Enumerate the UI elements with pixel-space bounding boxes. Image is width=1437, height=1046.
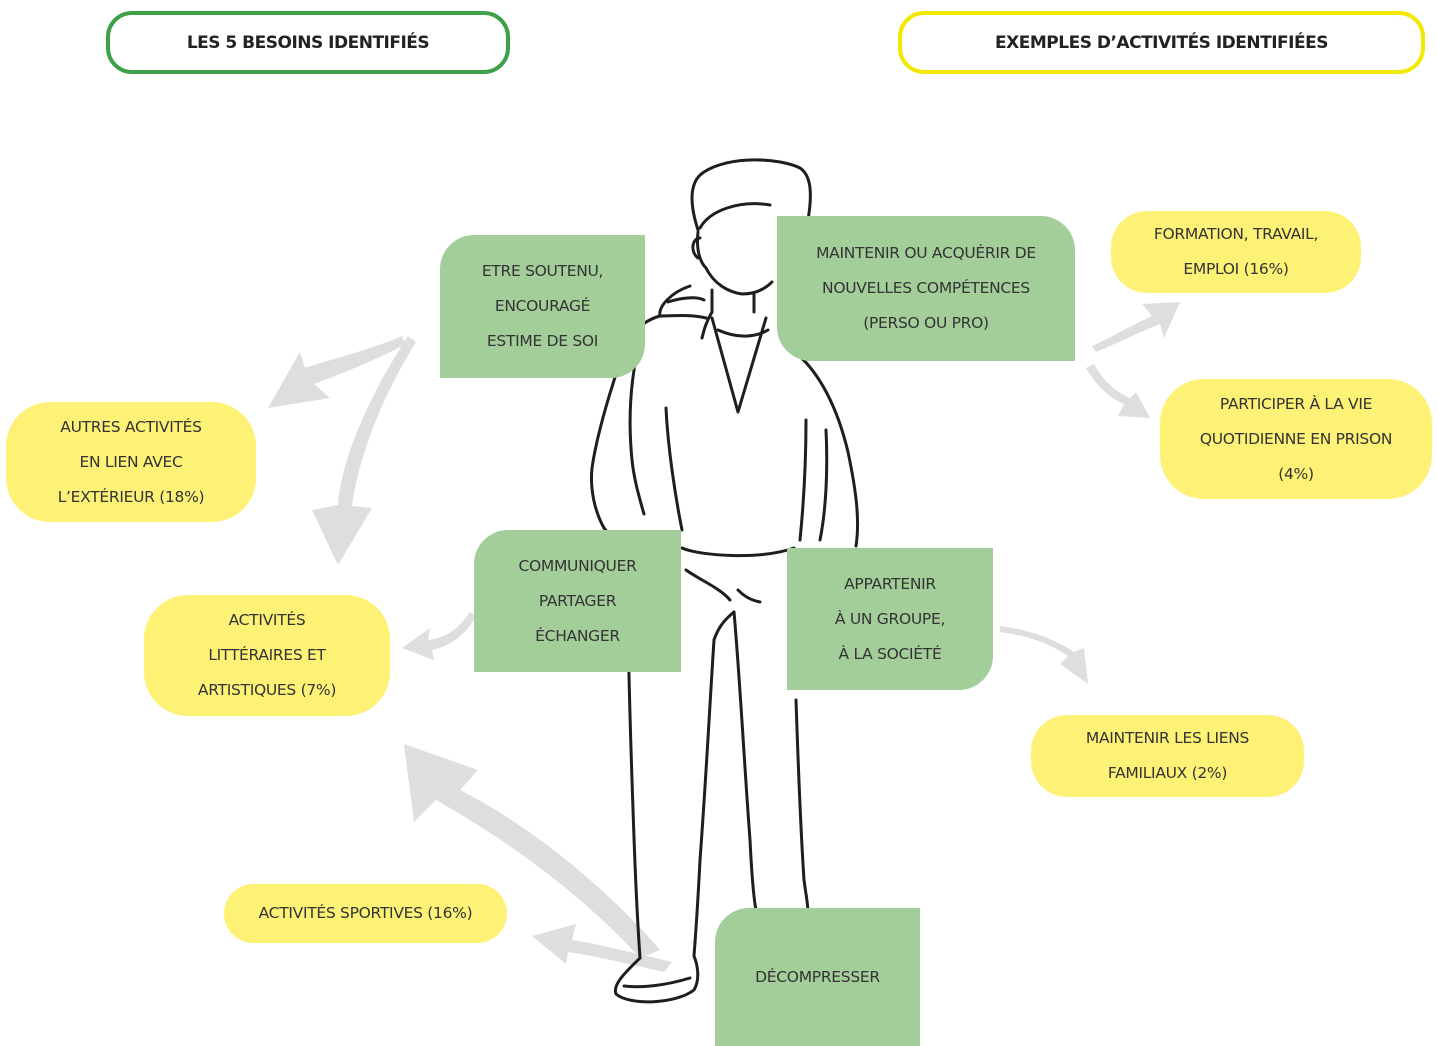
activity-autres-text: Autres activités en lien avec l’extérieu… <box>57 417 205 506</box>
need-decompresser: Décompresser <box>715 908 920 1046</box>
arrow-to-litteraires-big <box>404 744 660 958</box>
need-competences: Maintenir ou acquérir de nouvelles compé… <box>777 216 1075 361</box>
need-etre-soutenu: Etre soutenu, encouragé estime de soi <box>440 235 645 378</box>
activity-autres: Autres activités en lien avec l’extérieu… <box>6 402 256 522</box>
needs-header: LES 5 BESOINS IDENTIFIÉS <box>106 11 510 74</box>
activity-formation: Formation, travail, emploi (16%) <box>1111 211 1361 293</box>
activity-participer-text: Participer à la vie quotidienne en priso… <box>1199 394 1393 483</box>
arrow-to-litteraires-small <box>402 612 476 660</box>
need-competences-text: Maintenir ou acquérir de nouvelles compé… <box>816 244 1036 332</box>
need-decompresser-text: Décompresser <box>755 967 880 986</box>
need-communiquer-text: Communiquer partager échanger <box>518 556 637 645</box>
need-communiquer: Communiquer partager échanger <box>474 530 681 672</box>
arrow-to-formation <box>1092 302 1180 352</box>
arrow-to-familiaux <box>1000 626 1088 684</box>
activities-header-label: EXEMPLES D’ACTIVITÉS IDENTIFIÉES <box>995 32 1328 53</box>
activities-header: EXEMPLES D’ACTIVITÉS IDENTIFIÉES <box>898 11 1425 74</box>
activity-litteraires-text: Activités littéraires et artistiques (7%… <box>197 611 337 699</box>
arrow-to-litteraires <box>312 336 416 565</box>
activity-participer: Participer à la vie quotidienne en priso… <box>1160 379 1432 499</box>
need-etre-soutenu-text: Etre soutenu, encouragé estime de soi <box>481 262 604 350</box>
need-appartenir-text: Appartenir à un groupe, à la société <box>834 574 946 663</box>
activity-familiaux: Maintenir les liens familiaux (2%) <box>1031 715 1304 797</box>
activity-sportives: Activités sportives (16%) <box>224 884 507 943</box>
activity-familiaux-text: Maintenir les liens familiaux (2%) <box>1085 729 1250 782</box>
activity-litteraires: Activités littéraires et artistiques (7%… <box>144 595 390 716</box>
arrow-to-participer <box>1086 364 1150 418</box>
need-appartenir: Appartenir à un groupe, à la société <box>787 548 993 690</box>
needs-header-label: LES 5 BESOINS IDENTIFIÉS <box>186 32 430 53</box>
activity-formation-text: Formation, travail, emploi (16%) <box>1153 225 1319 278</box>
activity-sportives-text: Activités sportives (16%) <box>258 904 473 922</box>
arrow-to-autres <box>268 336 406 408</box>
